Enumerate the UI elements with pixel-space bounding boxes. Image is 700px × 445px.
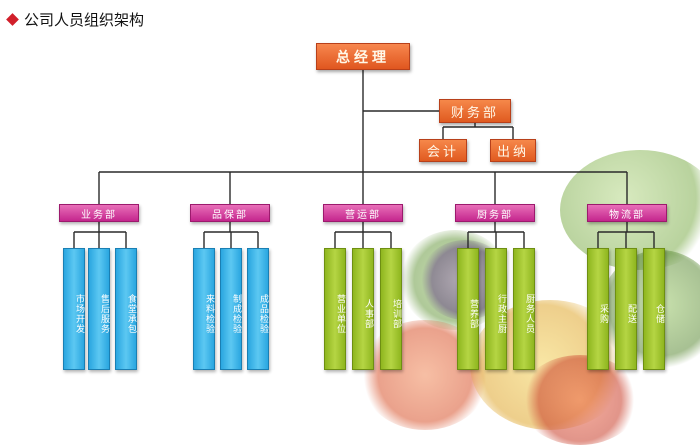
node-logistics-dept[interactable]: 物流部 [587, 204, 667, 222]
node-warehousing[interactable]: 仓储 [643, 248, 665, 370]
node-executive-chef[interactable]: 行政主厨 [485, 248, 507, 370]
node-canteen-contract[interactable]: 食堂承包 [115, 248, 137, 370]
node-cashier[interactable]: 出纳 [490, 139, 536, 162]
node-final-inspection[interactable]: 成品检验 [247, 248, 269, 370]
node-market-dev[interactable]: 市场开发 [63, 248, 85, 370]
node-incoming-inspection[interactable]: 来料检验 [193, 248, 215, 370]
node-operations-dept[interactable]: 营运部 [323, 204, 403, 222]
page-title: 公司人员组织架构 [24, 10, 145, 29]
node-procurement[interactable]: 采购 [587, 248, 609, 370]
node-business-units[interactable]: 营业单位 [324, 248, 346, 370]
page-heading: 公司人员组织架构 [6, 8, 145, 30]
node-kitchen-dept[interactable]: 厨务部 [455, 204, 535, 222]
node-business-dept[interactable]: 业务部 [59, 204, 139, 222]
org-chart-page: 公司人员组织架构 [6, 8, 700, 445]
node-nutrition-dept[interactable]: 营养部 [457, 248, 479, 370]
node-after-sales[interactable]: 售后服务 [88, 248, 110, 370]
node-hr-dept[interactable]: 人事部 [352, 248, 374, 370]
node-finance-dept[interactable]: 财务部 [439, 99, 511, 123]
node-delivery[interactable]: 配送 [615, 248, 637, 370]
node-general-manager[interactable]: 总经理 [316, 43, 410, 70]
node-accounting[interactable]: 会计 [419, 139, 467, 162]
node-process-inspection[interactable]: 制成检验 [220, 248, 242, 370]
node-training-dept[interactable]: 培训部 [380, 248, 402, 370]
node-quality-dept[interactable]: 品保部 [190, 204, 270, 222]
node-kitchen-staff[interactable]: 厨务人员 [513, 248, 535, 370]
